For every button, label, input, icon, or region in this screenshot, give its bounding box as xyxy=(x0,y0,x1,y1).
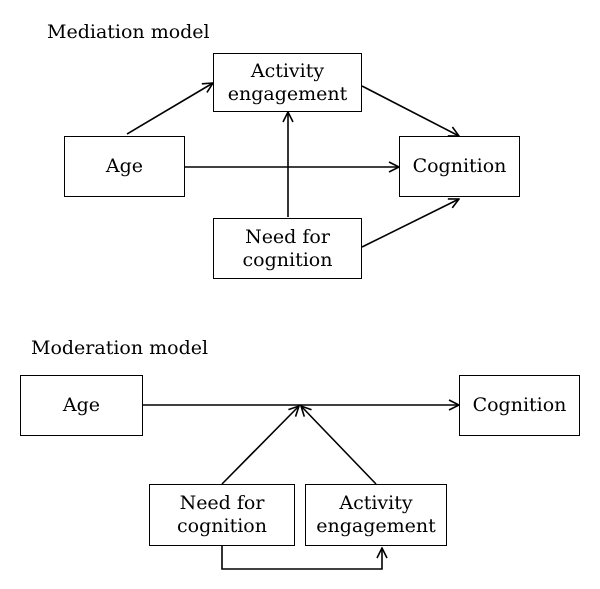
moderation-age-box: Age xyxy=(20,375,143,436)
mediation-model-title: Mediation model xyxy=(47,21,210,43)
arrow-nfc-to-activity xyxy=(221,546,382,570)
arrow-activity-to-cognition xyxy=(361,85,459,136)
moderation-cognition-label: Cognition xyxy=(472,394,567,417)
arrow-nfc-to-path xyxy=(221,406,299,485)
moderation-activity-label-line2: engagement xyxy=(316,515,436,537)
mediation-nfc-label-line2: cognition xyxy=(242,248,333,271)
mediation-cognition-box: Cognition xyxy=(399,136,520,197)
mediation-activity-label-line1: Activity xyxy=(250,59,325,82)
moderation-need-for-cognition-box: Need for cognition xyxy=(149,484,295,546)
moderation-nfc-label-line2: cognition xyxy=(177,515,267,537)
arrow-age-to-activity xyxy=(126,83,213,135)
arrow-activity-to-path xyxy=(301,406,377,485)
mediation-cognition-label: Cognition xyxy=(412,155,507,178)
moderation-activity-label-line1: Activity xyxy=(339,492,413,515)
mediation-activity-engagement-box: Activity engagement xyxy=(213,53,362,112)
moderation-nfc-label-line1: Need for xyxy=(179,492,265,515)
mediation-age-box: Age xyxy=(64,136,185,197)
moderation-age-label: Age xyxy=(62,394,101,417)
moderation-model-title: Moderation model xyxy=(31,337,209,359)
mediation-activity-label-line2: engagement xyxy=(227,82,348,105)
moderation-activity-engagement-box: Activity engagement xyxy=(305,484,447,546)
mediation-nfc-label-line1: Need for xyxy=(245,225,330,248)
mediation-need-for-cognition-box: Need for cognition xyxy=(213,218,362,279)
arrow-nfc-to-cognition xyxy=(361,199,459,248)
mediation-age-label: Age xyxy=(105,155,144,178)
moderation-cognition-box: Cognition xyxy=(459,375,580,436)
